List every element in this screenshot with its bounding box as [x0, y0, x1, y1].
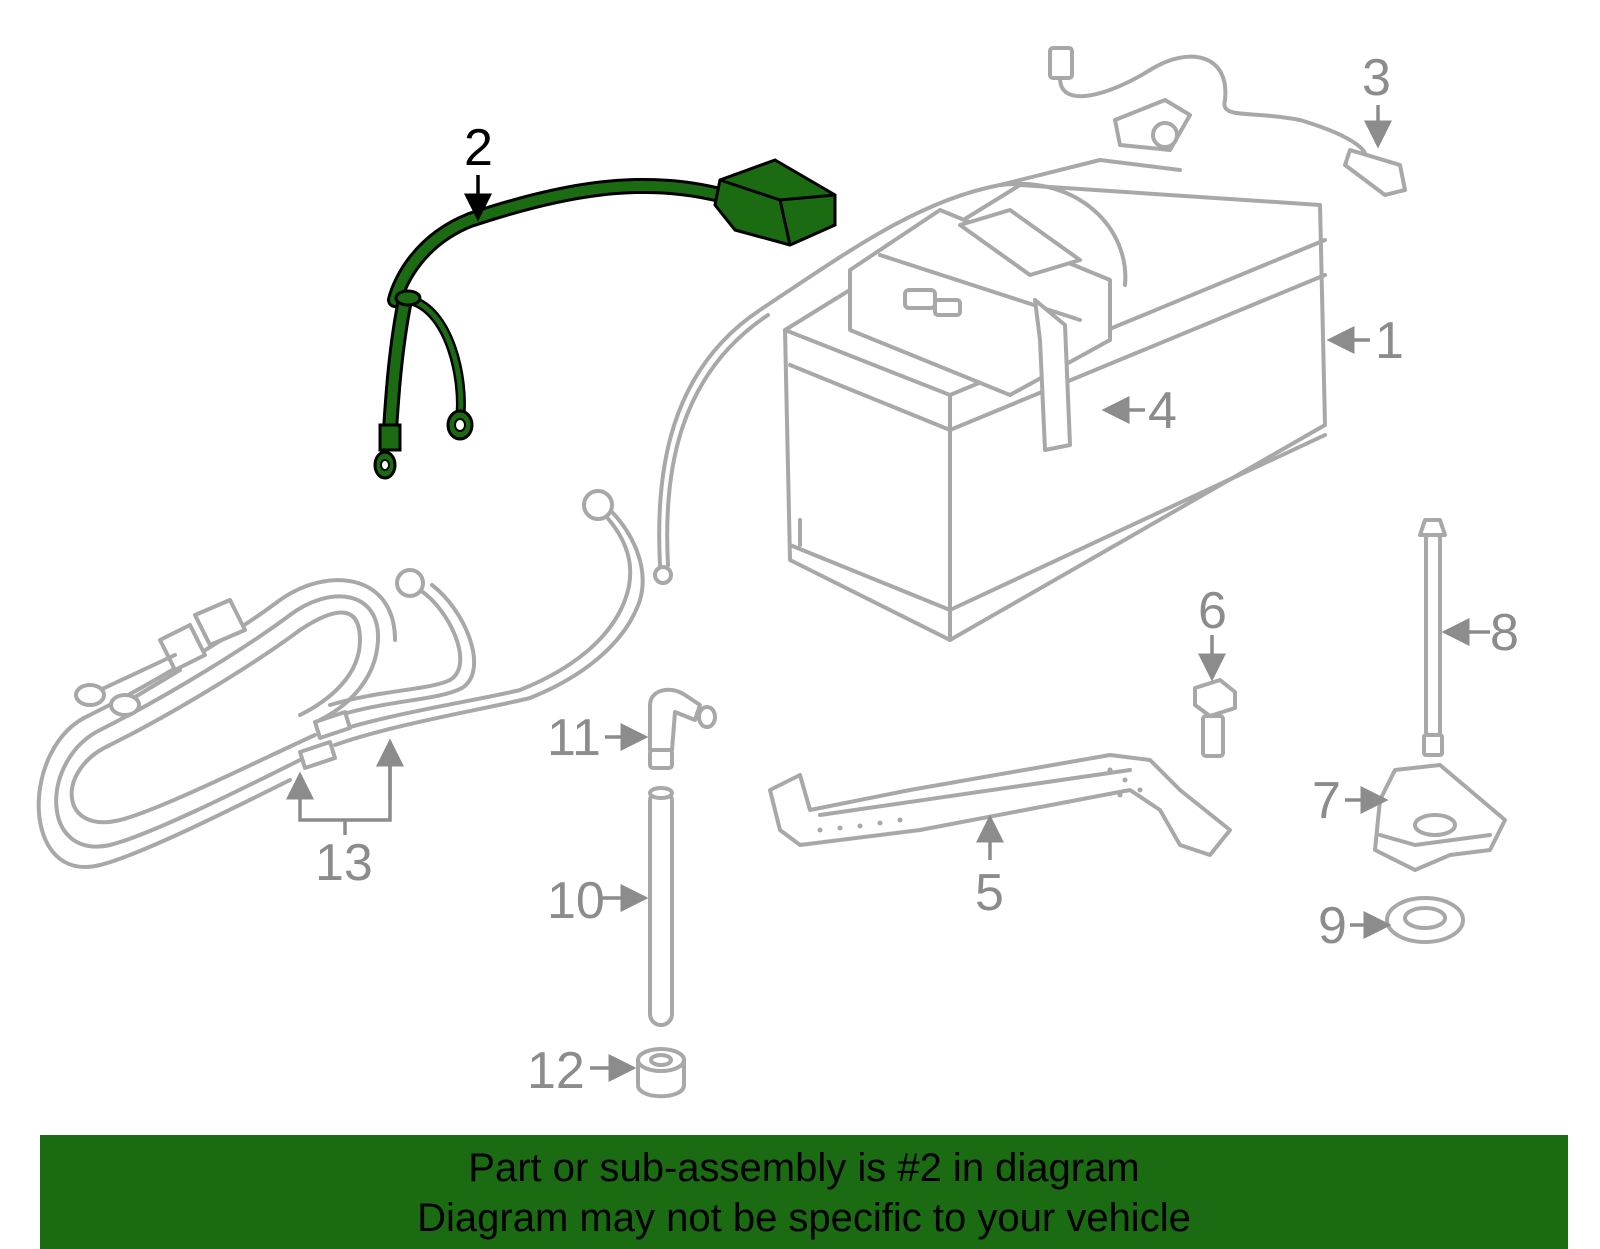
battery-part[interactable] [783, 158, 1327, 642]
label-6-text: 6 [1198, 582, 1227, 640]
vent-hose-part[interactable] [648, 786, 674, 1027]
label-13-text: 13 [315, 834, 373, 892]
battery-loop-cable[interactable] [653, 181, 1128, 585]
label-1-text: 1 [1375, 312, 1404, 370]
label-12-text: 12 [527, 1042, 585, 1100]
label-13: 13 [286, 738, 404, 892]
negative-cable-part-highlighted[interactable] [373, 158, 837, 480]
label-11: 11 [547, 709, 649, 767]
label-10-text: 10 [547, 872, 605, 930]
label-5-text: 5 [975, 864, 1004, 922]
grommet-part[interactable] [636, 1047, 686, 1099]
label-9-text: 9 [1318, 897, 1347, 955]
battery-bracket-part[interactable] [768, 753, 1232, 857]
vent-elbow-part[interactable] [648, 687, 717, 770]
hold-down-clamp-part[interactable] [1373, 763, 1507, 872]
label-2-text: 2 [464, 119, 493, 177]
label-3-text: 3 [1362, 49, 1391, 107]
label-2: 2 [464, 119, 493, 222]
label-12: 12 [527, 1042, 637, 1100]
battery-sensor-cable-part[interactable] [1048, 46, 1407, 197]
info-banner: Part or sub-assembly is #2 in diagram Di… [40, 1135, 1568, 1249]
cable-assembly-part[interactable] [36, 489, 645, 869]
parts-diagram: 1 3 4 2 [36, 46, 1519, 1100]
label-4: 4 [1101, 382, 1177, 440]
label-10: 10 [547, 872, 649, 930]
banner-line-1: Part or sub-assembly is #2 in diagram [468, 1146, 1140, 1190]
washer-part[interactable] [1385, 896, 1465, 944]
label-7-text: 7 [1312, 772, 1341, 830]
hold-down-rod-part[interactable] [1418, 518, 1447, 757]
bolt-part[interactable] [1193, 678, 1237, 758]
label-5: 5 [975, 814, 1004, 922]
label-4-text: 4 [1148, 382, 1177, 440]
label-8-text: 8 [1490, 604, 1519, 662]
label-11-text: 11 [547, 709, 601, 767]
label-3: 3 [1362, 49, 1392, 149]
label-8: 8 [1441, 604, 1519, 662]
label-6: 6 [1198, 582, 1227, 682]
label-9: 9 [1318, 897, 1392, 955]
label-7: 7 [1312, 772, 1389, 830]
banner-line-2: Diagram may not be specific to your vehi… [417, 1196, 1191, 1240]
label-1: 1 [1326, 312, 1404, 370]
